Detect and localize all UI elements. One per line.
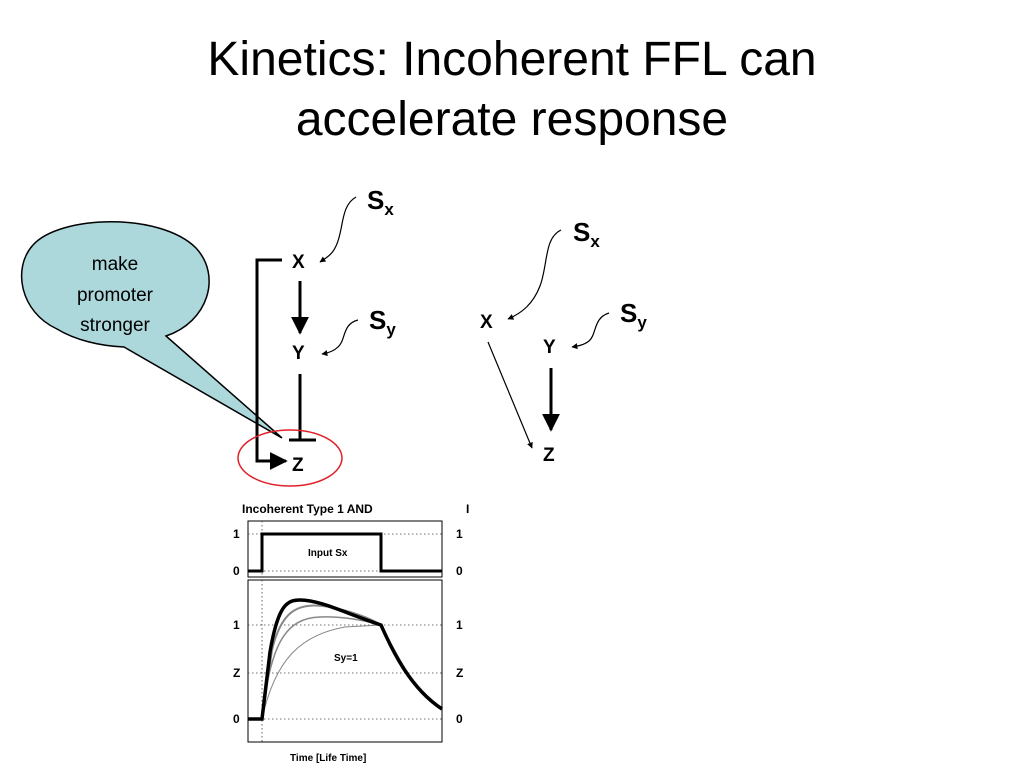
input-panel-label: Input Sx	[308, 548, 348, 559]
node-x-right: X	[480, 312, 493, 333]
input-tick-1-left: 1	[233, 527, 240, 541]
sy-arrow-right	[571, 312, 610, 350]
kinetics-chart: Incoherent Type 1 AND I 1 0 1 0 Input Sx…	[233, 502, 469, 764]
callout-text-line-1: make	[92, 254, 138, 275]
signal-sx-right: Sx	[573, 217, 600, 251]
response-curve-mid	[261, 616, 382, 720]
node-y-right: Y	[543, 337, 556, 358]
title-line-2: accelerate response	[295, 93, 729, 146]
input-tick-0-left: 0	[233, 564, 240, 578]
signal-sy-right-s: S	[620, 298, 637, 328]
signal-sy-right: Sy	[620, 298, 647, 332]
sy-arrow-left	[321, 319, 359, 357]
z-highlight-circle	[237, 429, 343, 487]
signal-sy-left-s: S	[369, 305, 386, 335]
signal-sx-left: Sx	[367, 185, 394, 219]
response-tick-1-right: 1	[456, 618, 463, 632]
sx-arrow-right	[507, 229, 562, 320]
input-sx-trace	[248, 532, 442, 573]
signal-sy-left: Sy	[369, 305, 396, 339]
response-tick-0-left: 0	[233, 712, 240, 726]
signal-sx-left-sub: x	[384, 200, 394, 219]
signal-sx-right-s: S	[573, 217, 590, 247]
x-to-z-arrow-right	[487, 341, 533, 449]
node-z-right: Z	[543, 445, 555, 466]
title-line-1: Kinetics: Incoherent FFL can	[207, 33, 817, 86]
node-x-left: X	[292, 252, 305, 273]
signal-sx-right-sub: x	[590, 232, 600, 251]
response-tick-1-left: 1	[233, 618, 240, 632]
left-network: Sx X Sy Y Z	[237, 185, 396, 487]
node-z-left: Z	[292, 455, 304, 476]
signal-sy-left-sub: y	[386, 320, 396, 339]
right-network: Sx X Sy Y Z	[480, 217, 647, 466]
input-tick-1-right: 1	[456, 527, 463, 541]
signal-sy-right-sub: y	[637, 313, 647, 332]
chart-x-axis-label: Time [Life Time]	[290, 753, 366, 764]
input-tick-0-right: 0	[456, 564, 463, 578]
callout-text-line-2: promoter	[77, 285, 154, 306]
chart-title-tail: I	[466, 502, 469, 516]
signal-sx-left-s: S	[367, 185, 384, 215]
sx-arrow-left	[319, 196, 357, 263]
response-curve-fast	[261, 604, 382, 720]
slide-title: Kinetics: Incoherent FFL can accelerate …	[0, 30, 1024, 150]
response-tick-0-right: 0	[456, 712, 463, 726]
callout-bubble	[20, 221, 283, 439]
response-curve-pulse	[248, 598, 443, 721]
response-annotation: Sy=1	[334, 653, 358, 664]
callout-text-line-3: stronger	[80, 315, 150, 336]
response-curve-slow	[261, 624, 443, 720]
callout: make promoter stronger	[20, 221, 283, 439]
chart-title: Incoherent Type 1 AND	[242, 502, 373, 516]
input-panel-frame	[247, 520, 443, 578]
x-to-z-bracket	[255, 258, 288, 470]
response-tick-z-right: Z	[456, 666, 463, 680]
response-tick-z-left: Z	[233, 666, 240, 680]
node-y-left: Y	[292, 343, 305, 364]
response-panel-frame	[247, 579, 443, 743]
